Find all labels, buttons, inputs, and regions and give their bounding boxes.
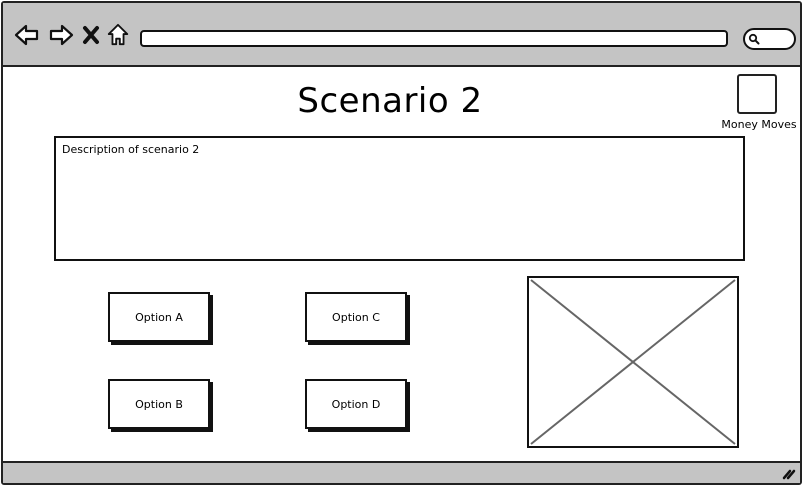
- home-icon[interactable]: [106, 23, 130, 47]
- back-arrow-icon[interactable]: [14, 23, 40, 47]
- search-box[interactable]: [743, 28, 796, 50]
- image-placeholder-cross-icon: [530, 279, 736, 445]
- browser-toolbar: [3, 3, 800, 67]
- logo-label: Money Moves: [721, 118, 797, 131]
- status-bar: [3, 461, 800, 483]
- option-d-button[interactable]: Option D: [305, 379, 407, 429]
- forward-arrow-icon[interactable]: [48, 23, 74, 47]
- close-x-icon[interactable]: [82, 23, 100, 47]
- scenario-description: Description of scenario 2: [54, 136, 745, 261]
- logo-image: [737, 74, 777, 114]
- magnifier-icon: [748, 33, 760, 45]
- option-c-button[interactable]: Option C: [305, 292, 407, 342]
- option-b-button[interactable]: Option B: [108, 379, 210, 429]
- address-bar[interactable]: [140, 30, 728, 47]
- resize-grip-icon[interactable]: [782, 466, 796, 480]
- page-title: Scenario 2: [297, 81, 483, 121]
- option-a-button[interactable]: Option A: [108, 292, 210, 342]
- image-placeholder: [527, 276, 739, 448]
